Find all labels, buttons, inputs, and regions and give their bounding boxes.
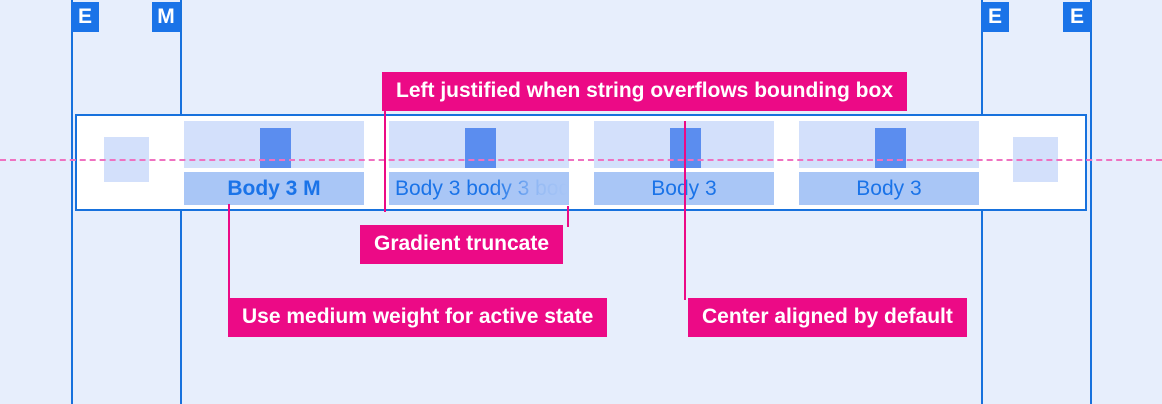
- guide-left-outer: [71, 0, 73, 404]
- tab-label-zone: Body 3 body 3 body 3: [389, 172, 569, 205]
- tab-icon: [260, 128, 291, 168]
- tab-label: Body 3 M: [227, 177, 321, 200]
- tab-body-3-m-active[interactable]: Body 3 M: [184, 121, 364, 205]
- tab-label-zone: Body 3: [799, 172, 979, 205]
- tab-icon: [875, 128, 906, 168]
- tab-icon: [465, 128, 496, 168]
- guide-right-outer: [1090, 0, 1092, 404]
- leader-medium-weight-active: [228, 204, 230, 300]
- badge-m-left-inner: M: [152, 2, 180, 32]
- tab-label: Body 3: [651, 177, 717, 200]
- leader-left-justified-overflow: [384, 106, 386, 212]
- annotation-center-aligned-default: Center aligned by default: [688, 298, 967, 337]
- badge-e-right-inner: E: [981, 2, 1009, 32]
- vertical-center-dashed-line: [0, 159, 1162, 161]
- tab-label: Body 3: [856, 177, 922, 200]
- leader-gradient-truncate: [567, 206, 569, 227]
- tab-body-3-body-3-b-overflow[interactable]: Body 3 body 3 body 3: [389, 121, 569, 205]
- annotation-medium-weight-active: Use medium weight for active state: [228, 298, 608, 337]
- badge-e-left-outer: E: [71, 2, 99, 32]
- annotation-left-justified-overflow: Left justified when string overflows bou…: [382, 72, 907, 111]
- tab-label-zone: Body 3 M: [184, 172, 364, 205]
- badge-e-right-outer: E: [1063, 2, 1091, 32]
- annotation-gradient-truncate: Gradient truncate: [360, 225, 564, 264]
- tab-label: Body 3 body 3 body 3: [395, 177, 569, 200]
- tab-body-3-last[interactable]: Body 3: [799, 121, 979, 205]
- leader-center-aligned-default: [684, 121, 686, 300]
